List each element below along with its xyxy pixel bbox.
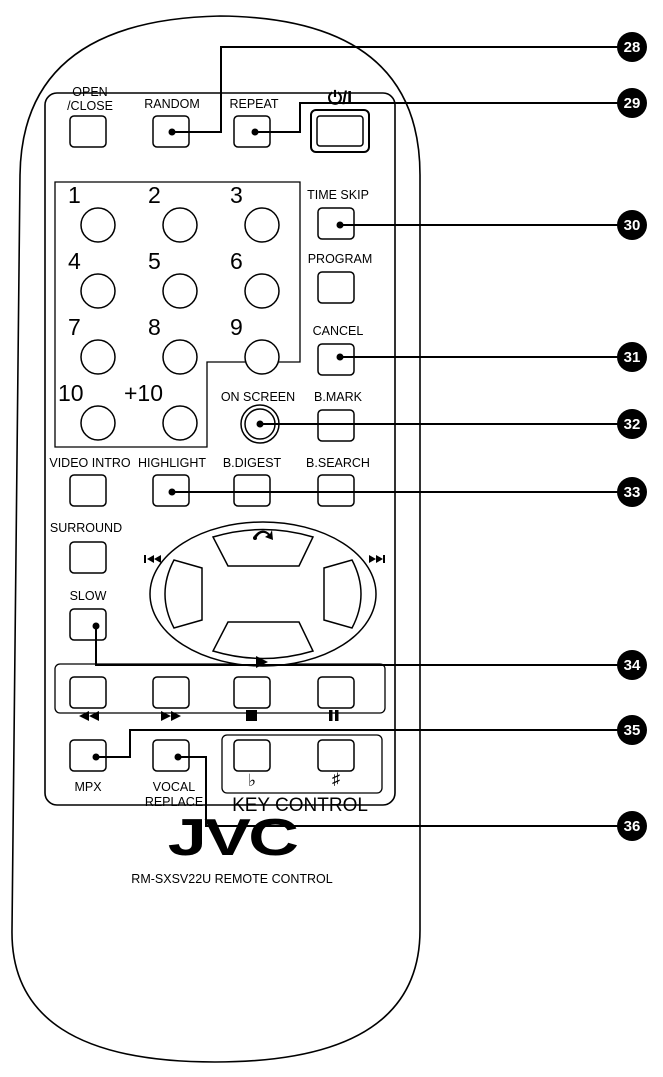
num-label-4: 4	[68, 248, 81, 274]
num-button-2[interactable]	[162, 207, 198, 243]
callout-32: 32	[617, 409, 647, 439]
power-icon-label: ⏻/I	[327, 88, 353, 108]
num-label-3: 3	[230, 182, 243, 208]
prev-icon	[144, 555, 146, 563]
stop-button[interactable]	[233, 676, 271, 709]
surround-label: SURROUND	[49, 521, 123, 535]
cancel-label: CANCEL	[312, 324, 364, 338]
nav-down-button[interactable]	[211, 621, 315, 660]
b-mark-button[interactable]	[317, 409, 355, 442]
surround-button[interactable]	[69, 541, 107, 574]
callout-31: 31	[617, 342, 647, 372]
num-button-3[interactable]	[244, 207, 280, 243]
num-label-8: 8	[148, 314, 161, 340]
time-skip-label: TIME SKIP	[307, 188, 369, 202]
num-button-7[interactable]	[80, 339, 116, 375]
vocal-replace-button[interactable]	[152, 739, 190, 772]
random-label: RANDOM	[144, 97, 200, 111]
num-label-1: 1	[68, 182, 81, 208]
program-label: PROGRAM	[307, 252, 373, 266]
brand-logo: JVC	[167, 809, 299, 867]
b-mark-label: B.MARK	[314, 390, 362, 404]
highlight-label: HIGHLIGHT	[137, 456, 207, 470]
callout-36: 36	[617, 811, 647, 841]
next-icon-arrows	[369, 555, 383, 563]
num-label-5: 5	[148, 248, 161, 274]
stop-icon	[246, 710, 257, 721]
nav-left-button[interactable]	[164, 559, 203, 629]
nav-right-button[interactable]	[323, 559, 362, 629]
num-button-6[interactable]	[244, 273, 280, 309]
rewind-button[interactable]	[69, 676, 107, 709]
open-close-button[interactable]	[69, 115, 107, 148]
vocal-replace-label: VOCAL REPLACE	[144, 780, 204, 809]
b-digest-label: B.DIGEST	[222, 456, 282, 470]
on-screen-label: ON SCREEN	[220, 390, 296, 404]
leader-29	[255, 102, 630, 133]
sharp-label: ♯	[332, 771, 340, 788]
time-skip-button[interactable]	[317, 207, 355, 240]
key-control-label: KEY CONTROL	[232, 795, 368, 816]
leader-28	[172, 46, 630, 133]
num-button-1[interactable]	[80, 207, 116, 243]
mpx-label: MPX	[74, 780, 102, 794]
next-icon	[383, 555, 385, 563]
power-button-inner	[316, 115, 364, 147]
open-close-label: OPEN /CLOSE	[67, 85, 113, 113]
pause-button[interactable]	[317, 676, 355, 709]
cancel-button[interactable]	[317, 343, 355, 376]
slow-label: SLOW	[69, 589, 107, 603]
model-label: RM-SXSV22U REMOTE CONTROL	[131, 872, 333, 886]
num-button-4[interactable]	[80, 273, 116, 309]
remote-body-outline	[11, 15, 421, 1063]
key-sharp-button[interactable]	[317, 739, 355, 772]
callout-28: 28	[617, 32, 647, 62]
num-label-7: 7	[68, 314, 81, 340]
callout-30: 30	[617, 210, 647, 240]
video-intro-label: VIDEO INTRO	[49, 456, 131, 470]
callout-33: 33	[617, 477, 647, 507]
leader-35	[96, 729, 630, 758]
num-label-9: 9	[230, 314, 243, 340]
callout-34: 34	[617, 650, 647, 680]
b-search-button[interactable]	[317, 474, 355, 507]
program-button[interactable]	[317, 271, 355, 304]
num-label-plus10: +10	[124, 380, 164, 406]
key-control-frame	[221, 734, 383, 794]
num-label-6: 6	[230, 248, 243, 274]
b-digest-button[interactable]	[233, 474, 271, 507]
key-flat-button[interactable]	[233, 739, 271, 772]
callout-35: 35	[617, 715, 647, 745]
num-button-9[interactable]	[244, 339, 280, 375]
fast-forward-button[interactable]	[152, 676, 190, 709]
pause-icon-bar1	[329, 710, 333, 721]
callout-29: 29	[617, 88, 647, 118]
leader-34	[95, 626, 630, 666]
prev-icon-arrows	[147, 555, 161, 563]
return-icon	[254, 530, 273, 540]
nav-up-button[interactable]	[211, 528, 315, 567]
mpx-button[interactable]	[69, 739, 107, 772]
num-label-10: 10	[58, 380, 84, 406]
b-search-label: B.SEARCH	[306, 456, 370, 470]
video-intro-button[interactable]	[69, 474, 107, 507]
num-label-2: 2	[148, 182, 161, 208]
num-button-10[interactable]	[80, 405, 116, 441]
num-button-8[interactable]	[162, 339, 198, 375]
number-pad-frame	[54, 181, 301, 448]
flat-label: ♭	[247, 771, 257, 790]
leader-36	[178, 756, 630, 827]
num-button-plus10[interactable]	[162, 405, 198, 441]
pause-icon-bar2	[335, 710, 339, 721]
fast-forward-icon	[161, 711, 181, 721]
rewind-icon	[79, 711, 99, 721]
repeat-label: REPEAT	[229, 97, 279, 111]
slow-button[interactable]	[69, 608, 107, 641]
num-button-5[interactable]	[162, 273, 198, 309]
